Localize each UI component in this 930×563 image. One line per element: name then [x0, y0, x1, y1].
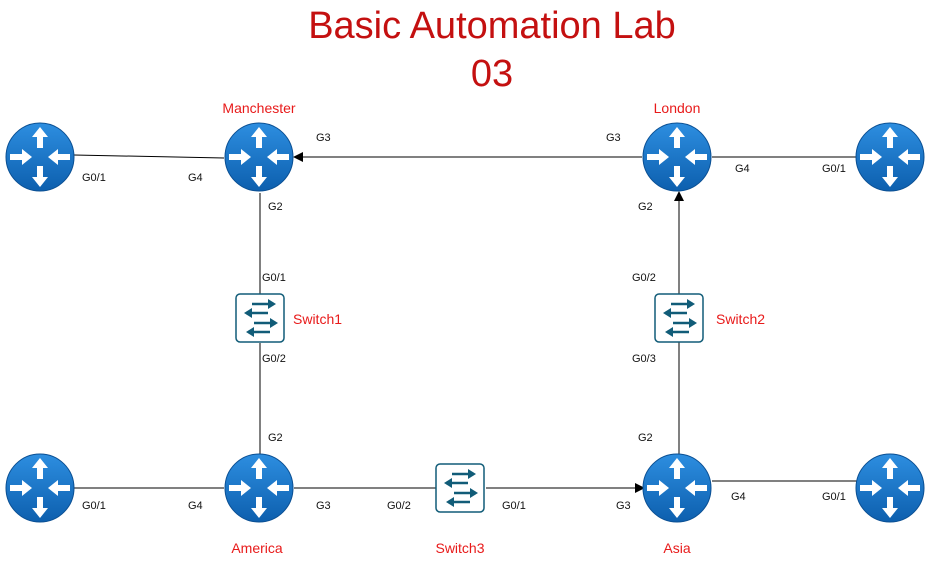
label-switch2: Switch2: [716, 311, 765, 327]
switch-icon[interactable]: [234, 292, 286, 344]
port-label: G2: [638, 201, 653, 213]
router-icon[interactable]: [642, 453, 712, 523]
port-label: G0/2: [632, 272, 656, 284]
port-label: G3: [316, 132, 331, 144]
port-label: G2: [268, 432, 283, 444]
label-london: London: [654, 100, 701, 116]
port-label: G2: [638, 432, 653, 444]
port-label: G0/1: [822, 163, 846, 175]
switch-icon[interactable]: [434, 462, 486, 514]
router-icon[interactable]: [855, 122, 925, 192]
port-label: G4: [735, 163, 750, 175]
port-label: G0/1: [822, 491, 846, 503]
port-label: G0/1: [502, 500, 526, 512]
link-edge-tl-manchester: [73, 154, 225, 159]
router-icon[interactable]: [5, 453, 75, 523]
router-icon[interactable]: [642, 122, 712, 192]
label-switch1: Switch1: [293, 311, 342, 327]
port-label: G3: [316, 500, 331, 512]
router-icon[interactable]: [855, 453, 925, 523]
label-switch3: Switch3: [435, 540, 484, 556]
port-label: G2: [268, 201, 283, 213]
port-label: G0/1: [82, 172, 106, 184]
diagram-title-line2: 03: [471, 53, 513, 95]
label-asia: Asia: [663, 540, 690, 556]
label-manchester: Manchester: [222, 100, 295, 116]
diagram-title-line1: Basic Automation Lab: [308, 5, 676, 47]
router-icon[interactable]: [224, 453, 294, 523]
port-label: G0/3: [632, 353, 656, 365]
router-icon[interactable]: [224, 122, 294, 192]
port-label: G0/2: [262, 353, 286, 365]
port-label: G3: [616, 500, 631, 512]
port-label: G0/1: [82, 500, 106, 512]
port-label: G4: [188, 172, 203, 184]
router-icon[interactable]: [5, 122, 75, 192]
switch-icon[interactable]: [653, 292, 705, 344]
port-label: G4: [731, 491, 746, 503]
label-america: America: [231, 540, 283, 556]
port-label: G3: [606, 132, 621, 144]
port-label: G0/2: [387, 500, 411, 512]
port-label: G0/1: [262, 272, 286, 284]
port-label: G4: [188, 500, 203, 512]
